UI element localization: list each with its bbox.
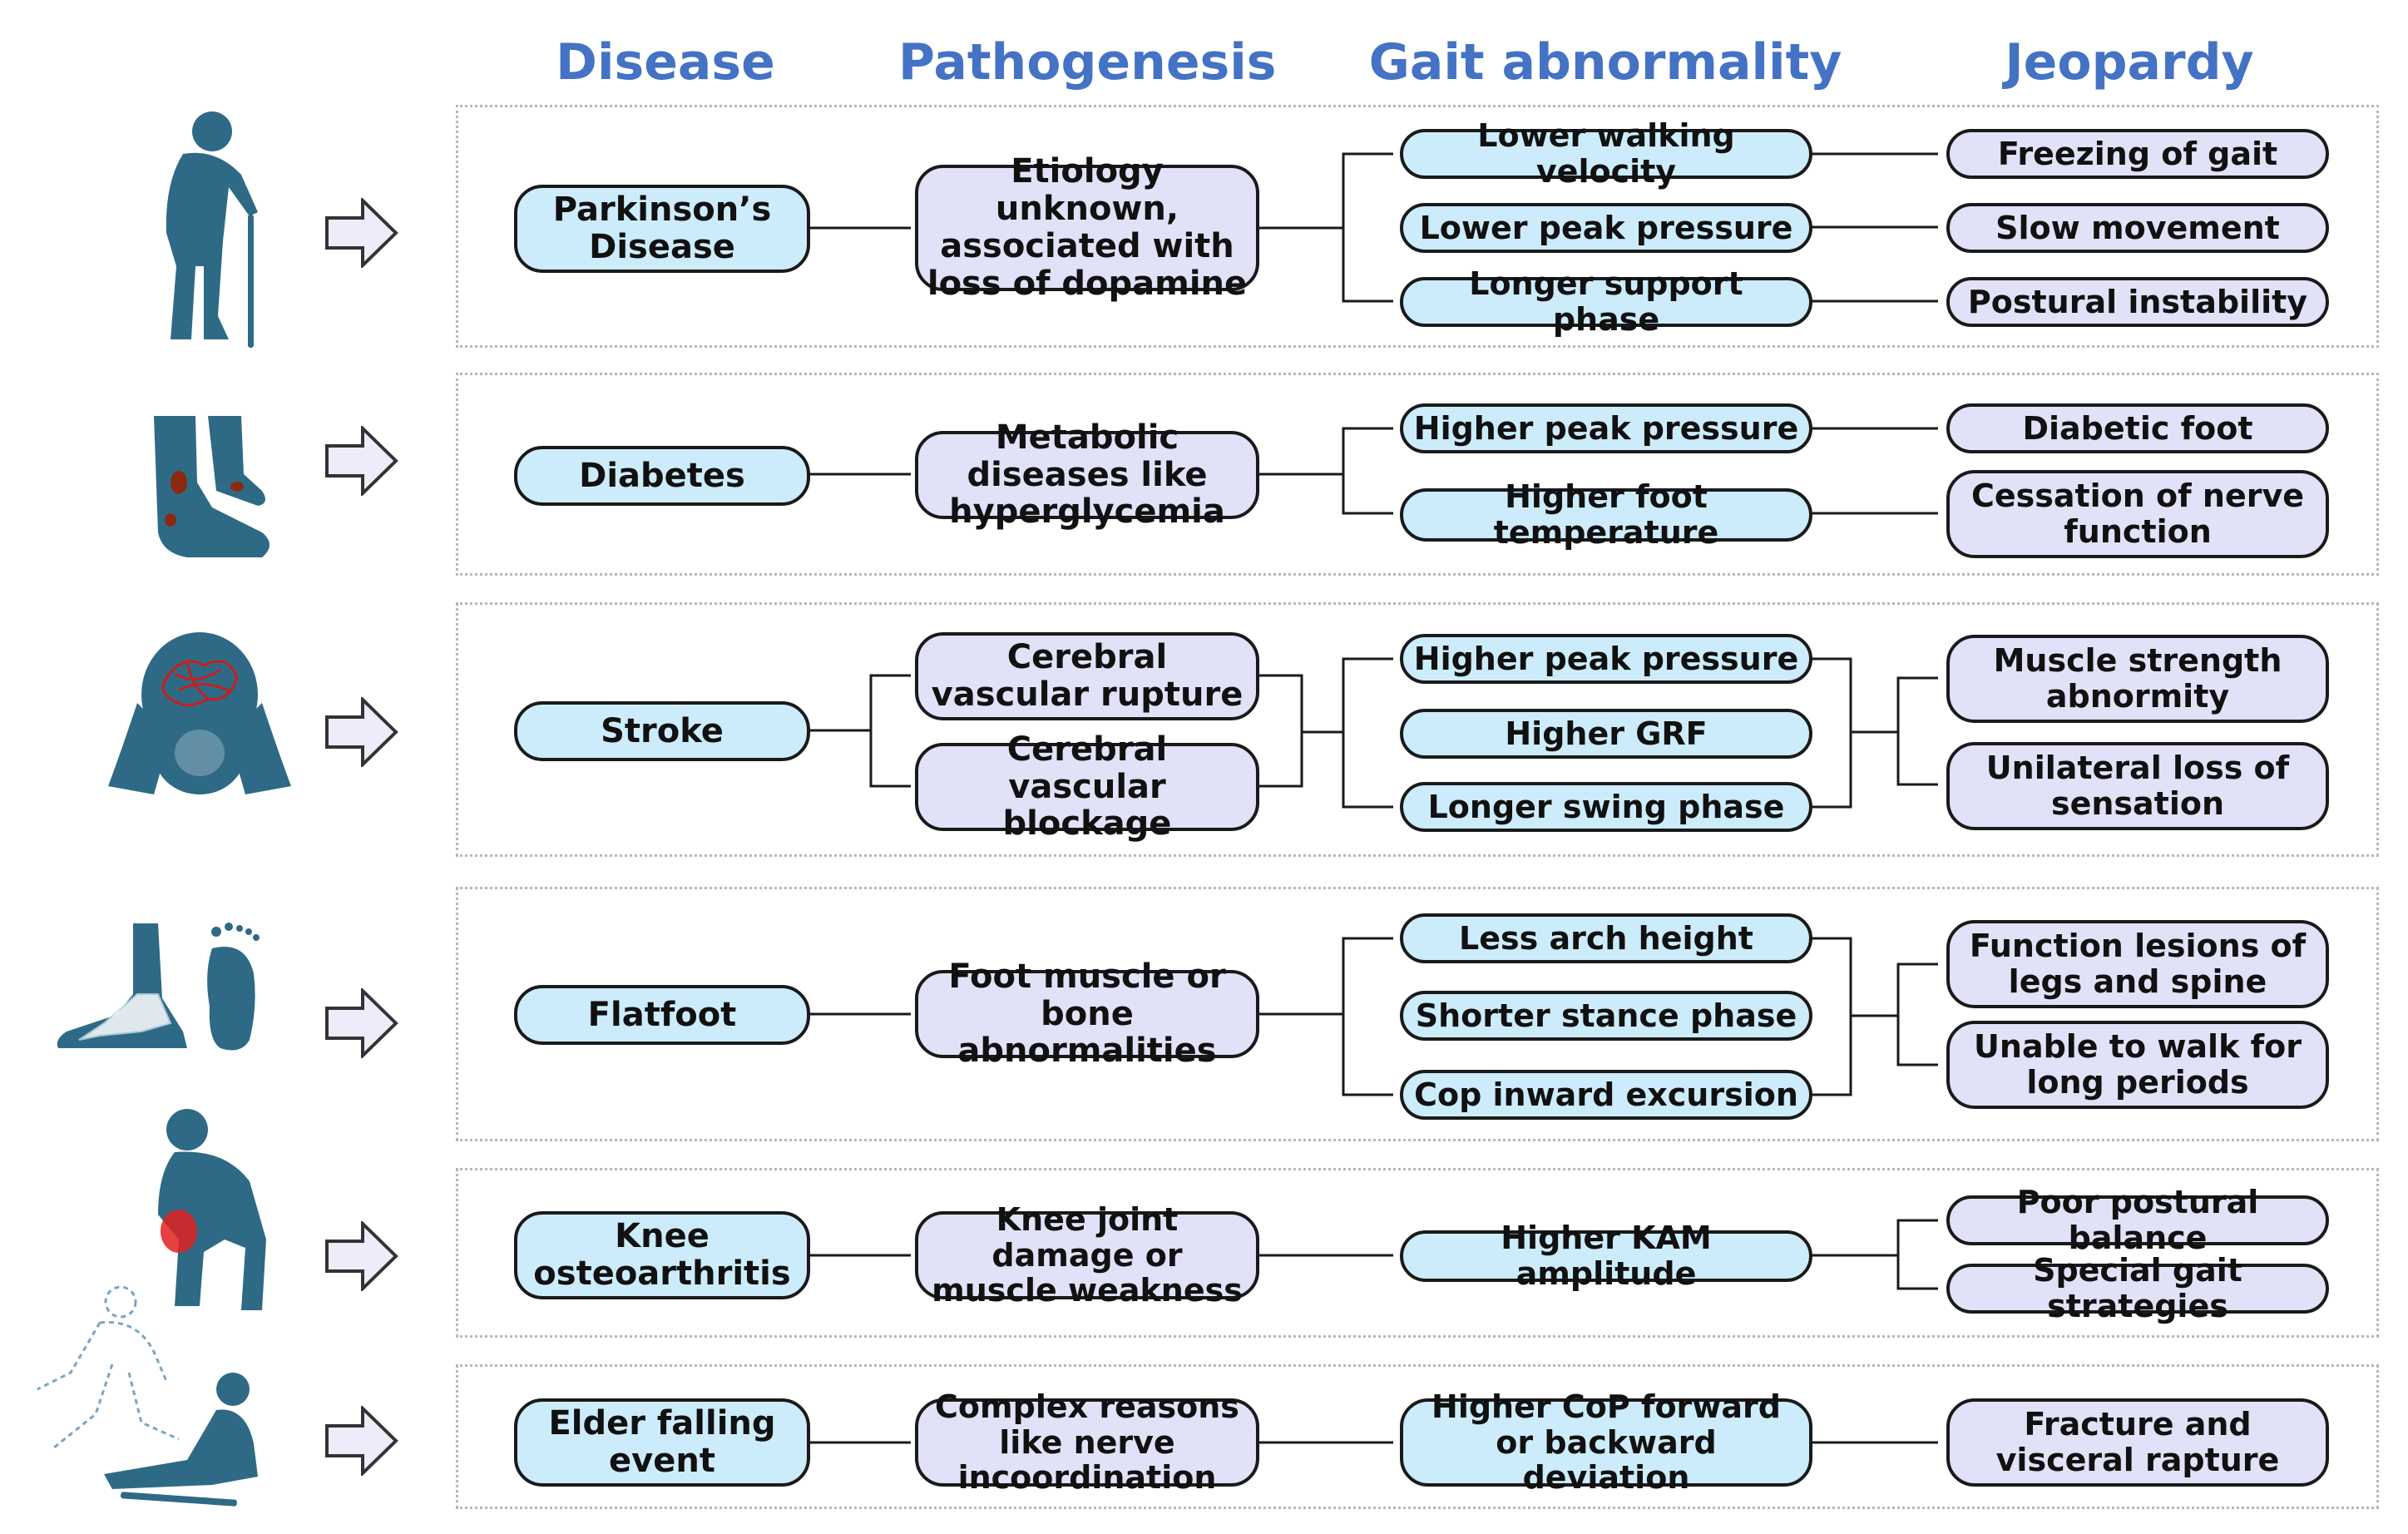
row-panel-flatfoot: [456, 887, 2379, 1141]
gait-box: Higher peak pressure: [1400, 403, 1812, 453]
right-arrow-icon: [325, 1406, 398, 1476]
pathogenesis-box: Complex reasons like nerve incoordinatio…: [915, 1389, 1259, 1496]
flatfoot-icon: [57, 923, 260, 1051]
jeopardy-box: Unable to walk for long periods: [1946, 1021, 2329, 1109]
jeopardy-box: Postural instability: [1946, 277, 2329, 327]
headache-brain-icon: [108, 632, 291, 794]
jeopardy-box: Fracture and visceral rapture: [1946, 1398, 2329, 1487]
header-jeopardy: Jeopardy: [2005, 33, 2254, 92]
gait-box: Cop inward excursion: [1400, 1070, 1812, 1120]
right-arrow-icon: [325, 1221, 398, 1291]
header-disease: Disease: [556, 33, 775, 92]
gait-box: Higher CoP forward or backward deviation: [1400, 1389, 1812, 1496]
pathogenesis-box: Etiology unknown, associated with loss o…: [915, 153, 1259, 302]
disease-box: Parkinson’s Disease: [514, 185, 810, 273]
gait-box: Higher peak pressure: [1400, 634, 1812, 684]
disease-box: Flatfoot: [514, 985, 810, 1045]
gait-box: Lower peak pressure: [1400, 203, 1812, 253]
right-arrow-icon: [325, 198, 398, 268]
gait-box: Higher foot temperature: [1400, 479, 1812, 550]
pathogenesis-box: Cerebral vascular rupture: [915, 632, 1259, 720]
disease-box: Diabetes: [514, 446, 810, 506]
row-panel-stroke: [456, 602, 2379, 857]
pathogenesis-box: Foot muscle or bone abnormalities: [915, 958, 1259, 1070]
jeopardy-box: Function lesions of legs and spine: [1946, 920, 2329, 1008]
pathogenesis-box: Knee joint damage or muscle weakness: [915, 1202, 1259, 1309]
pathogenesis-box: Metabolic diseases like hyperglycemia: [915, 418, 1259, 531]
right-arrow-icon: [325, 697, 398, 767]
gait-box: Shorter stance phase: [1400, 991, 1812, 1041]
jeopardy-box: Diabetic foot: [1946, 403, 2329, 453]
gait-box: Longer swing phase: [1400, 782, 1812, 832]
jeopardy-box: Freezing of gait: [1946, 129, 2329, 179]
jeopardy-box: Cessation of nerve function: [1946, 470, 2329, 558]
jeopardy-box: Unilateral loss of sensation: [1946, 742, 2329, 830]
gait-box: Less arch height: [1400, 913, 1812, 963]
knee-pain-icon: [158, 1109, 266, 1310]
jeopardy-box: Poor postural balance: [1946, 1185, 2329, 1255]
falling-elder-icon: [37, 1285, 258, 1507]
pathogenesis-box: Cerebral vascular blockage: [915, 730, 1259, 843]
disease-box: Stroke: [514, 701, 810, 761]
diabetic-foot-icon: [154, 416, 269, 557]
gait-box: Longer support phase: [1400, 266, 1812, 337]
gait-box: Lower walking velocity: [1400, 118, 1812, 189]
disease-box: Elder falling event: [514, 1398, 810, 1487]
elderly-person-with-cane-icon: [166, 111, 258, 348]
gait-box: Higher GRF: [1400, 709, 1812, 759]
header-pathogenesis: Pathogenesis: [898, 33, 1277, 92]
jeopardy-box: Muscle strength abnormity: [1946, 635, 2329, 723]
right-arrow-icon: [325, 988, 398, 1058]
header-gait-abnormality: Gait abnormality: [1368, 33, 1842, 92]
jeopardy-box: Slow movement: [1946, 203, 2329, 253]
row-panel-falling: [456, 1364, 2379, 1509]
right-arrow-icon: [325, 426, 398, 496]
row-panel-parkinsons: [456, 105, 2379, 348]
row-panel-knee: [456, 1168, 2379, 1338]
disease-box: Knee osteoarthritis: [514, 1211, 810, 1299]
jeopardy-box: Special gait strategies: [1946, 1253, 2329, 1324]
row-panel-diabetes: [456, 373, 2379, 576]
gait-box: Higher KAM amplitude: [1400, 1220, 1812, 1291]
